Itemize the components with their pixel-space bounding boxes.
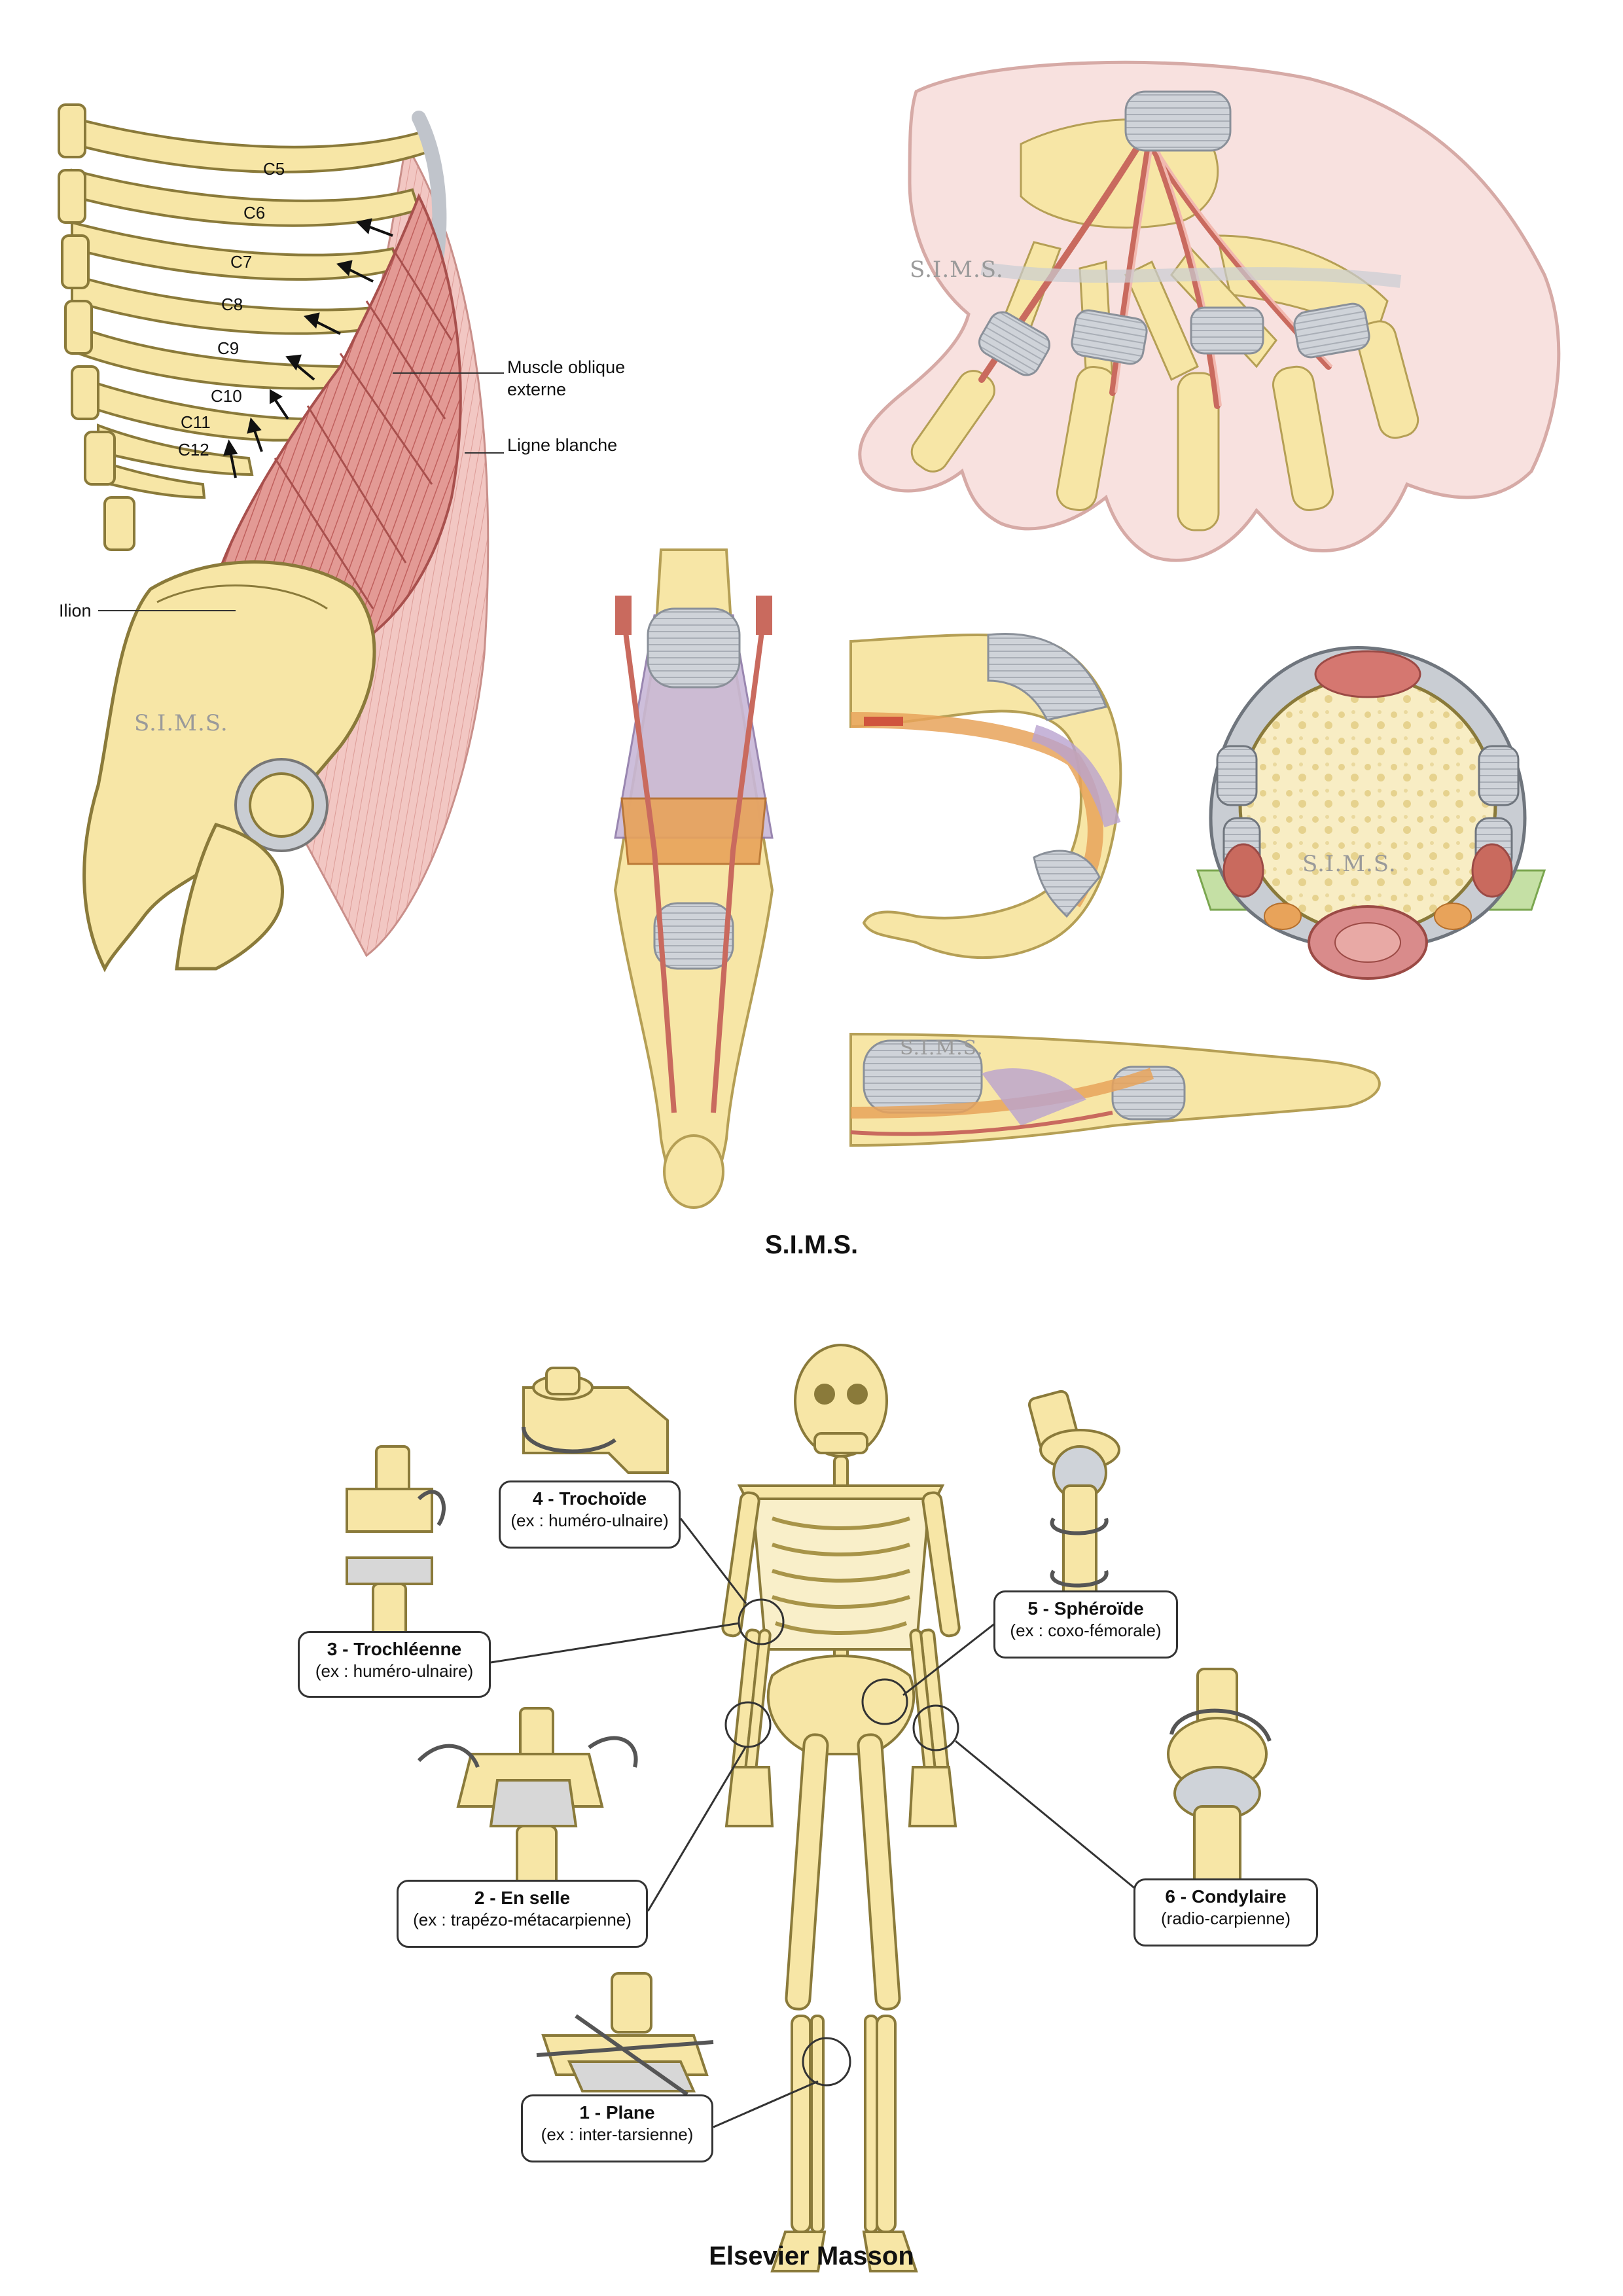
rib-label-c8: C8 [221,295,243,314]
watermark-thorax: S.I.M.S. [134,710,228,736]
rib-label-c12: C12 [178,440,209,459]
joint-title-plane: 1 - Plane [579,2102,655,2123]
joint-box-trochoide: 4 - Trochoïde (ex : huméro-ulnaire) [499,1480,681,1549]
joint-example-spheroide: (ex : coxo-fémorale) [1010,1621,1162,1640]
joint-box-trochleenne: 3 - Trochléenne (ex : huméro-ulnaire) [298,1631,491,1698]
joint-box-plane: 1 - Plane (ex : inter-tarsienne) [521,2094,713,2162]
joint-box-condylaire: 6 - Condylaire (radio-carpienne) [1133,1878,1318,1946]
saddle-joint-icon [417,1707,638,1893]
joint-example-en-selle: (ex : trapézo-métacarpienne) [413,1910,632,1929]
credit-sims: S.I.M.S. [764,1230,859,1259]
joint-example-trochleenne: (ex : huméro-ulnaire) [315,1661,474,1681]
trochlear-joint-icon [346,1445,446,1638]
label-muscle-oblique: Muscle oblique externe [507,356,625,401]
watermark-finger-lateral: S.I.M.S. [900,1037,984,1060]
thorax-illustration [58,103,504,973]
joint-example-plane: (ex : inter-tarsienne) [541,2125,694,2144]
finger-cross-section-illustration [1196,646,1546,980]
label-ligne-blanche: Ligne blanche [507,435,618,455]
watermark-hand: S.I.M.S. [910,257,1004,283]
spheroid-joint-icon [1027,1390,1120,1605]
joint-title-trochleenne: 3 - Trochléenne [327,1639,462,1659]
finger-lateral-flexed-illustration [849,633,1122,960]
label-ilion: Ilion [59,601,92,620]
joint-example-trochoide: (ex : huméro-ulnaire) [510,1511,669,1530]
finger-lateral-extended-illustration [849,1032,1381,1147]
rib-label-c9: C9 [217,338,240,358]
rib-label-c10: C10 [211,386,242,406]
joint-leader-lines [490,1518,1139,2128]
plane-joint-icon [536,1972,714,2096]
trochoid-joint-icon [522,1367,669,1474]
joint-box-spheroide: 5 - Sphéroïde (ex : coxo-fémorale) [993,1590,1178,1659]
hand-illustration [858,60,1561,562]
label-muscle-oblique-line1: Muscle oblique [507,357,626,377]
finger-dorsal-illustration [613,548,774,1209]
label-muscle-oblique-line2: externe [507,380,567,399]
joint-title-trochoide: 4 - Trochoïde [532,1488,647,1509]
rib-label-c7: C7 [230,252,253,272]
joint-title-condylaire: 6 - Condylaire [1165,1886,1287,1907]
rib-label-c11: C11 [181,412,211,432]
joint-markers [724,1598,959,2087]
skeleton-illustration [721,1344,961,2272]
rib-label-c5: C5 [263,159,285,179]
joint-box-en-selle: 2 - En selle (ex : trapézo-métacarpienne… [397,1880,648,1948]
joint-example-condylaire: (radio-carpienne) [1161,1909,1291,1928]
credit-elsevier-masson: Elsevier Masson [709,2242,914,2270]
condylar-joint-icon [1167,1668,1272,1893]
joint-title-spheroide: 5 - Sphéroïde [1027,1598,1144,1619]
watermark-cross-section: S.I.M.S. [1302,851,1397,877]
rib-label-c6: C6 [243,203,266,223]
joint-title-en-selle: 2 - En selle [474,1888,571,1908]
